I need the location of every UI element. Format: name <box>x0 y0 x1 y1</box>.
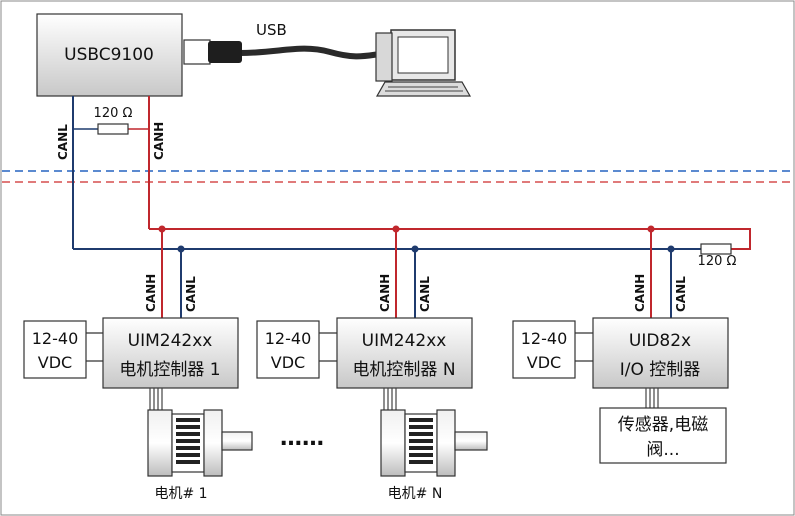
resistor-top-label: 120 Ω <box>94 106 133 121</box>
ellipsis: …… <box>280 426 324 451</box>
node1-canh-junction <box>158 225 166 233</box>
motor-1-label: 电机# 1 <box>154 486 207 502</box>
usbc9100-box: USBC9100 <box>36 13 183 97</box>
node2-canh-label: CANH <box>378 274 392 312</box>
node2-canh-junction <box>392 225 400 233</box>
node3-canh-label: CANH <box>633 274 647 312</box>
io-device-line2: 阀... <box>646 440 679 460</box>
node3-canl-junction <box>667 245 675 253</box>
bridge-canl-label: CANL <box>56 124 70 160</box>
power-box-2: 12-40 VDC <box>256 320 337 379</box>
controller-box-2: UIM242xx 电机控制器 N <box>336 317 473 389</box>
svg-text:VDC: VDC <box>527 353 561 372</box>
resistor-bus-label: 120 Ω <box>698 254 737 269</box>
controller-2-model: UIM242xx <box>362 331 447 351</box>
usb-label: USB <box>256 21 287 39</box>
bridge-canh-label: CANH <box>152 122 166 160</box>
svg-text:12-40: 12-40 <box>521 329 568 348</box>
usbc9100-label: USBC9100 <box>64 45 154 65</box>
node1-canl-junction <box>177 245 185 253</box>
svg-text:VDC: VDC <box>271 353 305 372</box>
node1-canl-label: CANL <box>184 276 198 312</box>
controller-2-desc: 电机控制器 N <box>352 360 455 380</box>
motor-2-label: 电机# N <box>388 486 443 502</box>
motor-1 <box>147 388 253 477</box>
node3-canh-junction <box>647 225 655 233</box>
controller-box-1: UIM242xx 电机控制器 1 <box>102 317 239 389</box>
node2-canl-junction <box>411 245 419 253</box>
computer-icon <box>375 29 472 97</box>
svg-text:12-40: 12-40 <box>32 329 79 348</box>
controller-box-3: UID82x I/O 控制器 <box>592 317 729 389</box>
controller-3-desc: I/O 控制器 <box>620 360 701 380</box>
usb-cable <box>183 39 383 65</box>
svg-text:12-40: 12-40 <box>265 329 312 348</box>
node2-canl-label: CANL <box>418 276 432 312</box>
node1-canh-label: CANH <box>144 274 158 312</box>
motor-2 <box>380 388 488 477</box>
controller-3-model: UID82x <box>629 331 691 351</box>
resistor-bus <box>700 243 732 255</box>
svg-text:VDC: VDC <box>38 353 72 372</box>
controller-1-model: UIM242xx <box>128 331 213 351</box>
power-box-3: 12-40 VDC <box>512 320 593 379</box>
io-device-box: 传感器,电磁 阀... <box>599 388 727 464</box>
canh-bus <box>149 228 751 250</box>
usb-plug-metal <box>183 39 211 65</box>
resistor-top <box>97 123 129 135</box>
usb-plug-body <box>208 41 242 63</box>
power-box-1: 12-40 VDC <box>23 320 103 379</box>
controller-1-desc: 电机控制器 1 <box>119 360 220 380</box>
bridge-can-wiring <box>72 96 150 249</box>
node3-canl-label: CANL <box>674 276 688 312</box>
io-device-line1: 传感器,电磁 <box>618 415 708 435</box>
